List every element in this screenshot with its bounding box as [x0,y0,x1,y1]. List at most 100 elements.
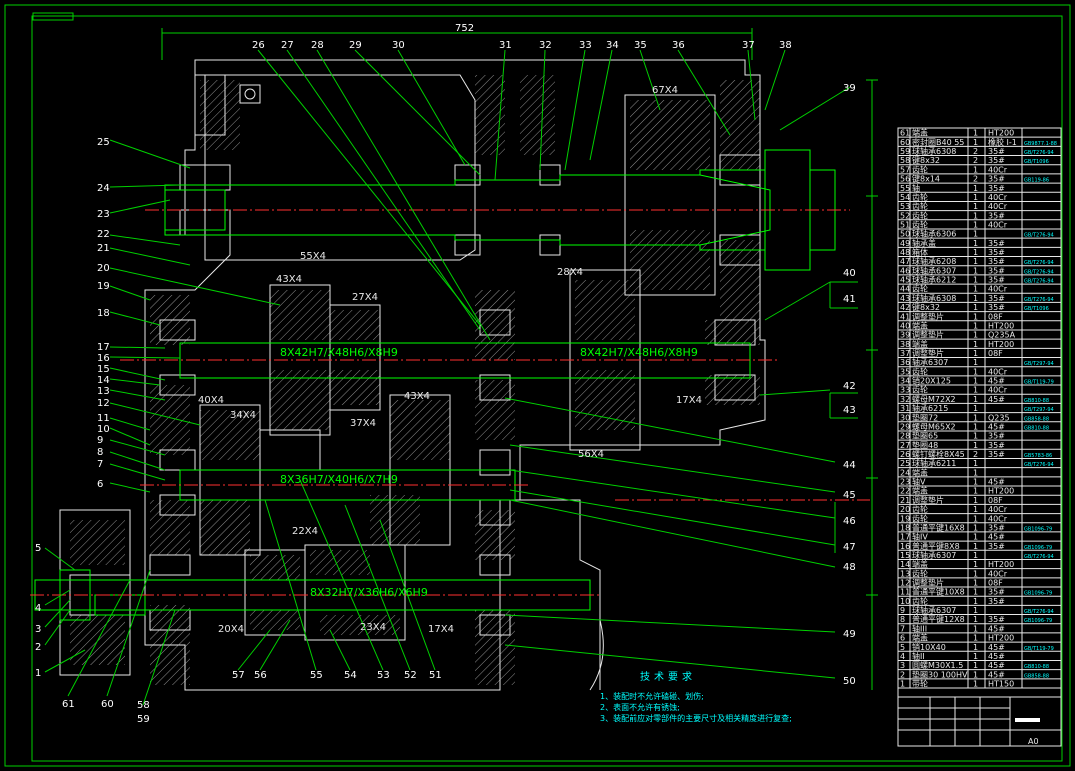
bom-cell-name: 轴 [912,183,920,193]
bom-cell-no: 13 [900,569,910,578]
bom-cell-mat: 35# [988,441,1005,450]
bom-cell-name: 球轴承6308 [912,293,956,303]
bom-cell-name: 垫圈72 [912,412,938,422]
bom-cell-mat: HT150 [988,680,1014,689]
bom-cell-name: 调整垫片 [912,330,944,340]
bom-cell-std: GB/T276-94 [1024,269,1054,275]
bom-cell-no: 11 [900,588,910,597]
bom-cell-name: 圆螺M30X1.5 [912,660,963,670]
bom-cell-qty: 1 [973,331,978,340]
bom-cell-mat: 40Cr [988,367,1008,376]
callout-number: 18 [97,308,110,319]
callout-number: 45 [843,490,856,501]
bom-cell-mat: 40Cr [988,220,1008,229]
bom-cell-name: 球轴承6307 [912,605,956,615]
leader-lines [44,49,851,706]
callout-number: 15 [97,364,110,375]
bom-cell-std: GB/T276-94 [1024,554,1054,560]
bom-cell-std: GB119-86 [1024,178,1049,184]
bom-cell-std: GB810-88 [1024,425,1049,431]
callout-number: 25 [97,137,110,148]
callout-number: 4 [35,603,41,614]
bom-cell-mat: HT200 [988,560,1014,569]
bom-cell-qty: 1 [973,386,978,395]
bom-cell-qty: 1 [973,459,978,468]
bom-cell-no: 32 [900,395,910,404]
bom-cell-qty: 1 [973,487,978,496]
bom-cell-mat: 35# [988,588,1005,597]
bom-cell-qty: 1 [973,643,978,652]
bom-cell-name: 密封圈B40 55 [912,137,964,147]
callout-number: 60 [101,699,114,710]
callout-number: 1 [35,668,41,679]
bom-cell-std: GB9877.1-88 [1024,141,1057,147]
bom-cell-qty: 1 [973,551,978,560]
callout-number: 50 [843,676,856,687]
bom-cell-no: 57 [900,165,910,174]
bom-cell-qty: 1 [973,184,978,193]
bom-cell-name: 端盖 [912,467,928,477]
bom-cell-qty: 1 [973,569,978,578]
tech-req-title: 技术要求 [640,670,696,683]
callout-number: 57 [232,670,245,681]
spline-label-middle-shaft: 8X36H7/X40H6/X7H9 [280,473,398,486]
bom-cell-std: GB/T1096 [1024,306,1049,312]
bom-cell-qty: 1 [973,303,978,312]
callouts-right: 39 40 41 42 43 44 45 46 47 48 49 50 [829,83,858,687]
bom-cell-no: 8 [900,615,905,624]
callout-number: 59 [137,714,150,725]
bom-cell-no: 41 [900,312,910,321]
bom-cell-name: 球轴承6212 [912,275,956,285]
bom-cell-mat: 40Cr [988,569,1008,578]
bom-cell-mat: 08F [988,349,1003,358]
bom-cell-std: GB1096-79 [1024,618,1052,624]
bom-cell-name: 调整垫片 [912,578,944,588]
callout-number: 24 [97,183,110,194]
callout-number: 5 [35,543,41,554]
bom-cell-name: 齿轮 [912,513,928,523]
bom-cell-no: 24 [900,468,910,477]
dim-top-value: 752 [455,23,474,34]
callout-number: 58 [137,700,150,711]
bom-cell-mat: 45# [988,377,1005,386]
technical-requirements: 技术要求 1、装配时不允许磕碰、划伤; 2、表面不允许有锈蚀; 3、装配前应对零… [600,670,792,723]
bom-cell-mat: 40Cr [988,505,1008,514]
bom-cell-name: 垫圈30 100HV [912,669,968,679]
bom-cell-no: 47 [900,257,910,266]
bom-cell-name: 齿轮 [912,164,928,174]
bom-cell-no: 40 [900,321,910,330]
bom-cell-name: 螺母M72X2 [912,394,956,404]
callout-number: 17 [97,342,110,353]
bom-cell-no: 56 [900,175,910,184]
bom-cell-no: 36 [900,358,910,367]
callout-number: 8 [97,447,103,458]
bom-cell-name: 球轴承6208 [912,256,956,266]
bom-cell-std: GB/T119-79 [1024,646,1054,652]
bom-cell-mat: 35# [988,184,1005,193]
bom-cell-no: 3 [900,661,905,670]
bom-cell-qty: 1 [973,514,978,523]
bom-cell-qty: 1 [973,624,978,633]
bom-cell-no: 58 [900,156,910,165]
bom-cell-name: 普通平键12X8 [912,614,965,624]
gear-label: 23X4 [360,622,386,633]
bom-cell-no: 37 [900,349,910,358]
tech-req-item: 2、表面不允许有锈蚀; [600,702,680,712]
callout-number: 39 [843,83,856,94]
bom-cell-no: 31 [900,404,910,413]
bom-cell-mat: 08F [988,579,1003,588]
gear-label: 40X4 [198,395,224,406]
gear-label: 37X4 [350,418,376,429]
callout-number: 31 [499,40,512,51]
bom-cell-qty: 1 [973,367,978,376]
bom-cell-qty: 1 [973,239,978,248]
bom-cell-qty: 1 [973,230,978,239]
callout-number: 29 [349,40,362,51]
bom-cell-no: 55 [900,184,910,193]
bom-cell-name: 齿轮 [912,366,928,376]
bom-cell-qty: 1 [973,606,978,615]
bom-cell-no: 38 [900,340,910,349]
callout-number: 27 [281,40,294,51]
bom-cell-std: GB810-88 [1024,398,1049,404]
bom-cell-qty: 1 [973,432,978,441]
